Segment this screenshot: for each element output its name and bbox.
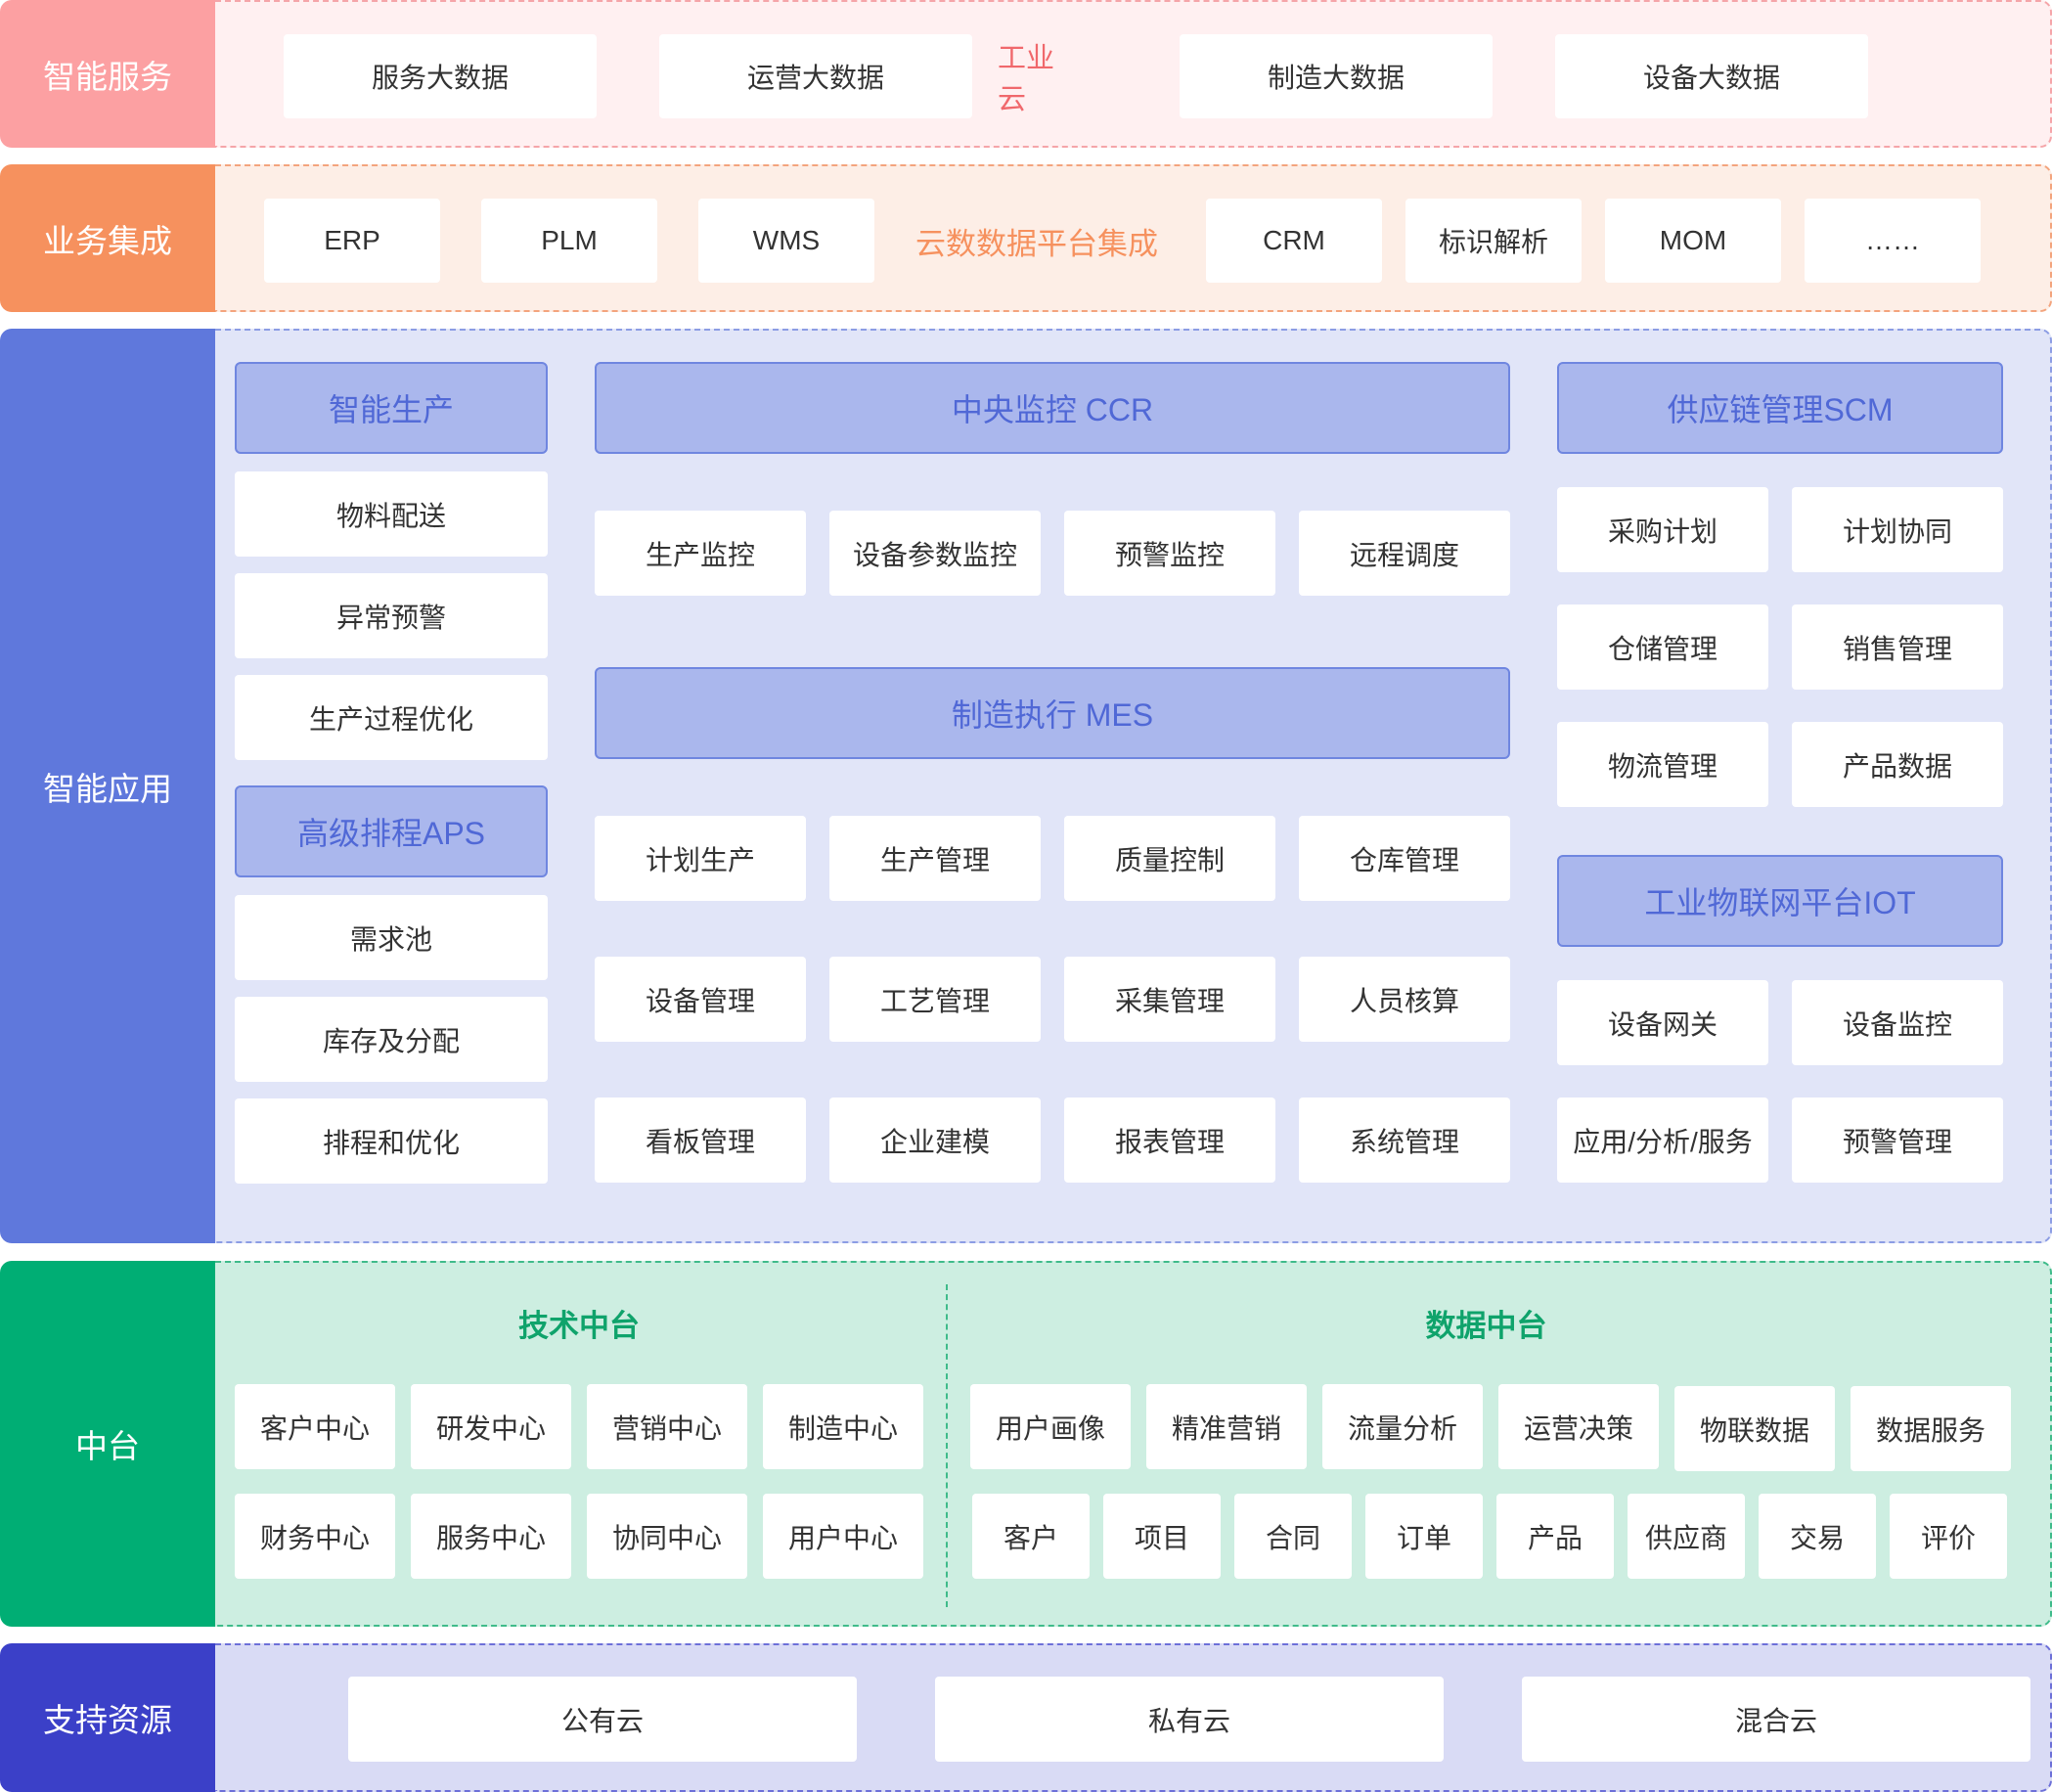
support-panel: 公有云 私有云 混合云 xyxy=(215,1643,2052,1792)
service-item[interactable]: 设备大数据 xyxy=(1555,34,1868,118)
data-item[interactable]: 运营决策 xyxy=(1498,1384,1659,1469)
header-aps[interactable]: 高级排程APS xyxy=(235,785,548,877)
header-mes[interactable]: 制造执行 MES xyxy=(595,667,1510,759)
row-label-support: 支持资源 xyxy=(0,1643,215,1792)
integration-panel: ERP PLM WMS 云数数据平台集成 CRM 标识解析 MOM …… xyxy=(215,164,2052,312)
service-item[interactable]: 运营大数据 xyxy=(659,34,972,118)
app-mid-item[interactable]: 远程调度 xyxy=(1299,511,1510,596)
app-left-item[interactable]: 库存及分配 xyxy=(235,997,548,1082)
app-mid-item[interactable]: 企业建模 xyxy=(829,1098,1041,1183)
data-item-small[interactable]: 客户 xyxy=(972,1494,1090,1579)
data-item[interactable]: 用户画像 xyxy=(970,1384,1131,1469)
integration-item[interactable]: PLM xyxy=(481,199,657,283)
middleplatform-panel: 技术中台 数据中台 客户中心 研发中心 营销中心 制造中心 财务中心 服务中心 … xyxy=(215,1261,2052,1627)
app-right-item[interactable]: 计划协同 xyxy=(1792,487,2003,572)
integration-item[interactable]: WMS xyxy=(698,199,874,283)
section-divider xyxy=(946,1284,948,1607)
service-center-label: 工业云 xyxy=(998,43,1055,115)
application-panel: 智能生产 物料配送 异常预警 生产过程优化 高级排程APS 需求池 库存及分配 … xyxy=(215,329,2052,1243)
app-mid-item[interactable]: 设备管理 xyxy=(595,957,806,1042)
app-mid-item[interactable]: 质量控制 xyxy=(1064,816,1275,901)
tech-item[interactable]: 财务中心 xyxy=(235,1494,395,1579)
tech-platform-title: 技术中台 xyxy=(518,1308,640,1343)
integration-item[interactable]: 标识解析 xyxy=(1405,199,1582,283)
app-mid-item[interactable]: 工艺管理 xyxy=(829,957,1041,1042)
app-right-item[interactable]: 应用/分析/服务 xyxy=(1557,1098,1768,1183)
data-item[interactable]: 数据服务 xyxy=(1851,1386,2011,1471)
app-right-item[interactable]: 设备监控 xyxy=(1792,980,2003,1065)
tech-item[interactable]: 制造中心 xyxy=(763,1384,923,1469)
app-right-item[interactable]: 销售管理 xyxy=(1792,605,2003,690)
app-right-item[interactable]: 设备网关 xyxy=(1557,980,1768,1065)
header-ccr[interactable]: 中央监控 CCR xyxy=(595,362,1510,454)
tech-item[interactable]: 服务中心 xyxy=(411,1494,571,1579)
data-item-small[interactable]: 订单 xyxy=(1365,1494,1483,1579)
data-item-small[interactable]: 合同 xyxy=(1234,1494,1352,1579)
app-mid-item[interactable]: 看板管理 xyxy=(595,1098,806,1183)
data-item-small[interactable]: 项目 xyxy=(1103,1494,1221,1579)
app-mid-item[interactable]: 生产监控 xyxy=(595,511,806,596)
app-mid-item[interactable]: 预警监控 xyxy=(1064,511,1275,596)
support-item-public-cloud[interactable]: 公有云 xyxy=(348,1677,857,1762)
support-item-hybrid-cloud[interactable]: 混合云 xyxy=(1522,1677,2030,1762)
row-label-application: 智能应用 xyxy=(0,329,215,1243)
tech-item[interactable]: 客户中心 xyxy=(235,1384,395,1469)
service-item[interactable]: 制造大数据 xyxy=(1180,34,1493,118)
service-item[interactable]: 服务大数据 xyxy=(284,34,597,118)
service-panel: 服务大数据 运营大数据 工业云 制造大数据 设备大数据 xyxy=(215,0,2052,148)
app-mid-item[interactable]: 仓库管理 xyxy=(1299,816,1510,901)
app-mid-item[interactable]: 计划生产 xyxy=(595,816,806,901)
tech-item[interactable]: 用户中心 xyxy=(763,1494,923,1579)
app-left-item[interactable]: 物料配送 xyxy=(235,471,548,557)
app-right-item[interactable]: 产品数据 xyxy=(1792,722,2003,807)
data-item[interactable]: 流量分析 xyxy=(1322,1384,1483,1469)
app-mid-item[interactable]: 采集管理 xyxy=(1064,957,1275,1042)
app-right-item[interactable]: 物流管理 xyxy=(1557,722,1768,807)
app-mid-item[interactable]: 系统管理 xyxy=(1299,1098,1510,1183)
header-iot[interactable]: 工业物联网平台IOT xyxy=(1557,855,2003,947)
app-mid-item[interactable]: 报表管理 xyxy=(1064,1098,1275,1183)
data-item[interactable]: 精准营销 xyxy=(1146,1384,1307,1469)
tech-item[interactable]: 营销中心 xyxy=(587,1384,747,1469)
data-item-small[interactable]: 评价 xyxy=(1890,1494,2007,1579)
header-scm[interactable]: 供应链管理SCM xyxy=(1557,362,2003,454)
integration-item[interactable]: MOM xyxy=(1605,199,1781,283)
app-mid-item[interactable]: 设备参数监控 xyxy=(829,511,1041,596)
support-item-private-cloud[interactable]: 私有云 xyxy=(935,1677,1444,1762)
app-mid-item[interactable]: 人员核算 xyxy=(1299,957,1510,1042)
app-right-item[interactable]: 仓储管理 xyxy=(1557,605,1768,690)
integration-item-more[interactable]: …… xyxy=(1805,199,1981,283)
data-item-small[interactable]: 交易 xyxy=(1759,1494,1876,1579)
app-left-item[interactable]: 异常预警 xyxy=(235,573,548,658)
integration-center-label: 云数数据平台集成 xyxy=(915,226,1158,261)
integration-item[interactable]: ERP xyxy=(264,199,440,283)
app-right-item[interactable]: 采购计划 xyxy=(1557,487,1768,572)
app-left-item[interactable]: 排程和优化 xyxy=(235,1098,548,1184)
row-label-integration: 业务集成 xyxy=(0,164,215,312)
app-left-item[interactable]: 生产过程优化 xyxy=(235,675,548,760)
tech-item[interactable]: 协同中心 xyxy=(587,1494,747,1579)
integration-item[interactable]: CRM xyxy=(1206,199,1382,283)
data-item-small[interactable]: 产品 xyxy=(1496,1494,1614,1579)
row-label-service: 智能服务 xyxy=(0,0,215,148)
tech-item[interactable]: 研发中心 xyxy=(411,1384,571,1469)
data-platform-title: 数据中台 xyxy=(1425,1308,1547,1343)
app-left-item[interactable]: 需求池 xyxy=(235,895,548,980)
data-item[interactable]: 物联数据 xyxy=(1674,1386,1835,1471)
header-smart-production[interactable]: 智能生产 xyxy=(235,362,548,454)
app-right-item[interactable]: 预警管理 xyxy=(1792,1098,2003,1183)
app-mid-item[interactable]: 生产管理 xyxy=(829,816,1041,901)
data-item-small[interactable]: 供应商 xyxy=(1628,1494,1745,1579)
row-label-middleplatform: 中台 xyxy=(0,1261,215,1627)
